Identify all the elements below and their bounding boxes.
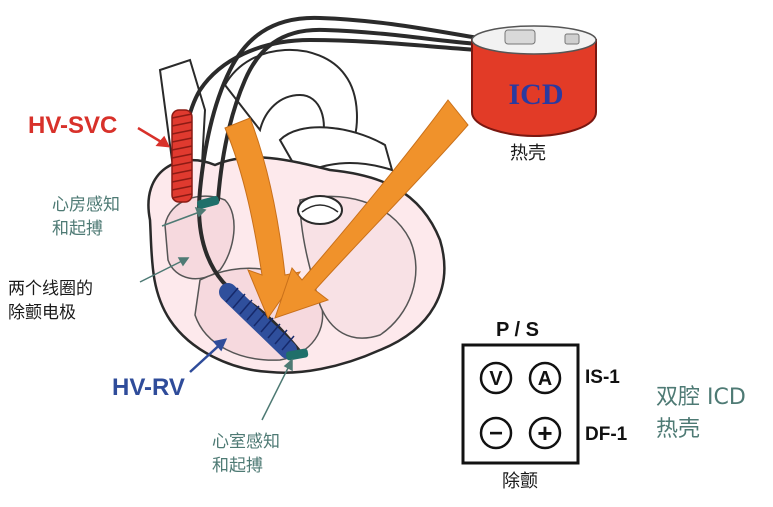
port-plus-label: + <box>537 418 552 448</box>
rv-coil <box>219 283 297 359</box>
heart-illustration <box>147 48 446 374</box>
connector-bottom-label: 除颤 <box>502 471 538 492</box>
label-pointers <box>139 206 293 421</box>
coil-electrode-label: 两个线圈的 除颤电极 <box>8 277 93 325</box>
ventricular-sense-label: 心室感知 和起搏 <box>212 430 280 478</box>
valve <box>297 195 343 225</box>
coil-electrode-line-1: 两个线圈的 <box>8 279 93 299</box>
port-v-label: V <box>489 368 503 390</box>
icd-device <box>471 25 597 138</box>
connector-diagram: V A − + <box>461 343 580 465</box>
is1-label: IS-1 <box>585 367 620 388</box>
port-minus-label: − <box>489 420 503 447</box>
rv-pointer <box>189 338 228 373</box>
icd-label: ICD <box>508 78 563 111</box>
svc-coil <box>171 109 193 203</box>
shock-arrows <box>224 99 469 320</box>
port-plus <box>528 416 562 450</box>
coil-electrode-line-2: 除颤电极 <box>8 303 76 323</box>
arrow-right <box>274 99 469 319</box>
connector-top-label: P / S <box>496 319 539 341</box>
dual-icd-label: 双腔 ICD 热壳 <box>656 382 746 446</box>
port-v <box>479 361 513 395</box>
atrial-tip-electrode <box>197 195 220 210</box>
port-a <box>528 361 562 395</box>
port-minus <box>479 416 513 450</box>
df1-label: DF-1 <box>585 424 628 445</box>
ventricular-sense-line-2: 和起搏 <box>212 456 263 476</box>
dual-icd-line-1: 双腔 ICD <box>656 385 746 410</box>
ventricular-sense-line-1: 心室感知 <box>212 432 280 452</box>
hot-can-label: 热壳 <box>510 143 546 164</box>
dual-icd-line-2: 热壳 <box>656 417 701 442</box>
atrial-sense-line-2: 和起搏 <box>52 219 103 239</box>
atrial-sense-label: 心房感知 和起搏 <box>52 193 120 241</box>
hv-rv-label: HV-RV <box>112 374 185 401</box>
hv-svc-label: HV-SVC <box>28 112 118 139</box>
pulmonary-artery <box>278 126 394 177</box>
port-a-label: A <box>538 368 552 390</box>
connector-box <box>461 343 580 465</box>
svc-pointer <box>137 126 171 148</box>
atrial-sense-line-1: 心房感知 <box>52 195 120 215</box>
ventricular-tip-electrode <box>285 348 309 361</box>
